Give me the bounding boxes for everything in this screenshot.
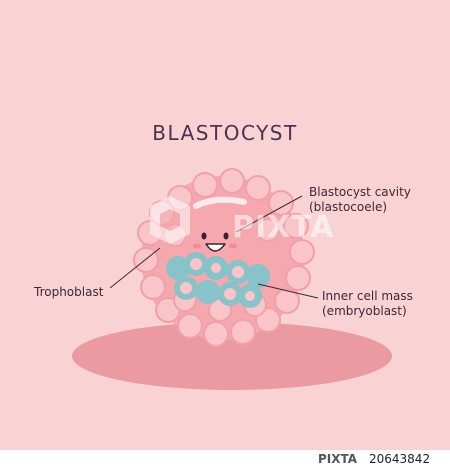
footer-bar: PIXTA 20643842 bbox=[0, 450, 450, 469]
inner-cell-mass bbox=[166, 252, 270, 308]
pixta-cube-icon bbox=[150, 196, 190, 244]
label-blastocyst-cavity: Blastocyst cavity (blastocoele) bbox=[309, 185, 411, 215]
watermark-text: PIXTA bbox=[232, 210, 335, 245]
cavity-leader-line bbox=[235, 195, 303, 233]
icm-leader-line bbox=[257, 283, 319, 299]
trophoblast-cells bbox=[133, 168, 315, 347]
diagram-title: BLASTOCYST bbox=[152, 121, 298, 145]
label-cavity-line2: (blastocoele) bbox=[309, 200, 388, 214]
smiling-face-icon bbox=[193, 232, 237, 252]
label-cavity-line1: Blastocyst cavity bbox=[309, 185, 411, 199]
footer-brand: PIXTA bbox=[318, 452, 358, 466]
floor-shadow bbox=[72, 322, 392, 390]
image-id: 20643842 bbox=[369, 452, 431, 466]
label-inner-cell-mass: Inner cell mass (embryoblast) bbox=[322, 289, 413, 319]
trophoblast-leader-line bbox=[109, 247, 161, 289]
label-icm-line1: Inner cell mass bbox=[322, 289, 413, 303]
label-trophoblast: Trophoblast bbox=[34, 285, 104, 299]
blastocyst-illustration bbox=[72, 168, 392, 390]
diagram-canvas: BLASTOCYST Blastocyst cavity (blastocoel… bbox=[34, 121, 413, 390]
blastocyst-sphere bbox=[133, 168, 315, 347]
label-icm-line2: (embryoblast) bbox=[322, 304, 407, 318]
